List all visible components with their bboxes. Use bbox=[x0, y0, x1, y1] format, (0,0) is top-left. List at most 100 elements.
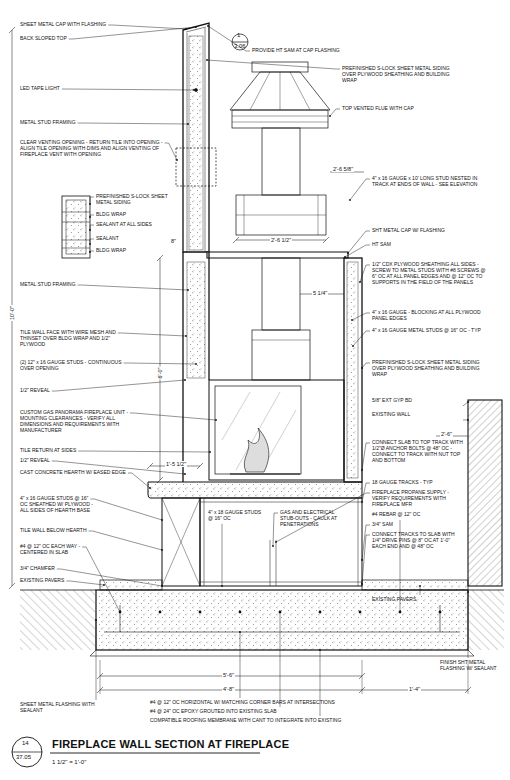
note-label: BLDG WRAP bbox=[96, 212, 168, 218]
leader-dot bbox=[161, 585, 163, 587]
leader-line bbox=[360, 265, 370, 282]
leader-dot bbox=[344, 256, 346, 258]
note-label: LED TAPE LIGHT bbox=[20, 86, 170, 92]
leader-line bbox=[345, 245, 370, 257]
note-label: CUSTOM GAS PANORAMA FIREPLACE UNIT - MOU… bbox=[20, 410, 140, 434]
note-label: TILE WALL BELOW HEARTH bbox=[20, 528, 95, 534]
leader-dot bbox=[279, 611, 281, 613]
leader-line bbox=[280, 612, 281, 707]
note-label: CLEAR VENTING OPENING - RETURN TILE INTO… bbox=[20, 140, 170, 158]
leader-line bbox=[128, 473, 150, 488]
leader-line bbox=[130, 413, 216, 420]
note-label: #4 REBAR @ 12" OC bbox=[372, 512, 464, 518]
note-label: 4" x 16 GAUGE STUDS @ 16" OC SHEATHED W/… bbox=[20, 496, 95, 514]
leader-dot bbox=[187, 289, 189, 291]
leader-dot bbox=[272, 545, 274, 547]
leader-line bbox=[222, 524, 223, 586]
dimension-label: 5'-6" bbox=[222, 672, 235, 678]
dimension-label: 2'-6 5/8" bbox=[332, 166, 354, 172]
dimension-label: 2'-6 1/2" bbox=[270, 237, 292, 243]
leader-line bbox=[353, 331, 370, 346]
dimension-label: 5 1/4" bbox=[312, 290, 328, 296]
leader-dot bbox=[329, 115, 331, 117]
dimension-label: 6'-0" bbox=[157, 367, 163, 380]
leader-dot bbox=[275, 541, 277, 543]
leader-dot bbox=[89, 243, 91, 245]
leader-dot bbox=[221, 585, 223, 587]
leader-dot bbox=[349, 199, 351, 201]
leader-dot bbox=[239, 631, 241, 633]
leader-line bbox=[78, 451, 210, 452]
dimension-label: 4'-8" bbox=[222, 686, 235, 692]
leader-line bbox=[273, 513, 278, 546]
leader-line bbox=[362, 525, 370, 560]
leader-line bbox=[118, 333, 186, 336]
callout-number: 3.06 bbox=[234, 43, 246, 49]
leader-line bbox=[124, 363, 196, 364]
dimension-label: 10'-0" bbox=[9, 305, 15, 321]
leader-line bbox=[352, 313, 370, 320]
leader-line bbox=[57, 569, 162, 586]
note-label: FINISH SHT METAL FLASHING W/ SEALANT bbox=[440, 660, 502, 672]
note-label: SHT METAL CAP W/ FLASHING bbox=[372, 228, 482, 234]
dimension-label: 8" bbox=[170, 238, 177, 244]
leader-dot bbox=[89, 229, 91, 231]
leader-line bbox=[96, 620, 97, 700]
leader-dot bbox=[207, 25, 209, 27]
leader-line bbox=[208, 26, 250, 51]
note-label: TILE WALL FACE WITH WIRE MESH AND THINSE… bbox=[20, 330, 135, 348]
note-label: PREFINISHED S-LOCK SHEET METAL SIDING OV… bbox=[372, 360, 490, 378]
note-label: 3/4" SAM bbox=[372, 522, 464, 528]
leader-line bbox=[90, 215, 94, 217]
leader-dot bbox=[319, 649, 321, 651]
leader-line bbox=[320, 650, 321, 716]
leader-line bbox=[108, 25, 186, 29]
note-label: #4 @ 12" OC EACH WAY - CENTERED IN SLAB bbox=[20, 544, 95, 556]
leader-dot bbox=[361, 559, 363, 561]
note-label: SHEET METAL CAP WITH FLASHING bbox=[20, 22, 170, 28]
dimension-label: 2'-6" bbox=[440, 431, 453, 437]
leader-dot bbox=[467, 401, 469, 403]
note-label: 5/8" EXT GYP BD bbox=[372, 398, 467, 404]
leader-dot bbox=[176, 159, 178, 161]
leader-dot bbox=[89, 251, 91, 253]
leader-dot bbox=[161, 549, 163, 551]
leader-dot bbox=[209, 451, 211, 453]
note-label: 1/2" REVEAL bbox=[20, 458, 130, 464]
leader-line bbox=[463, 419, 468, 420]
note-label: SHEET METAL FLASHING WITH SEALANT bbox=[20, 702, 110, 714]
leader-line bbox=[90, 499, 162, 520]
leader-dot bbox=[399, 611, 401, 613]
note-label: GAS AND ELECTRICAL STUB-OUTS - CAULK AT … bbox=[280, 510, 342, 528]
leader-line bbox=[90, 197, 94, 204]
note-label: PREFINISHED S-LOCK SHEET METAL SIDING OV… bbox=[342, 66, 462, 84]
leader-dot bbox=[119, 611, 121, 613]
note-label: 4" x 16 GAUGE METAL STUDS @ 16" OC - TYP bbox=[372, 328, 490, 334]
leader-line bbox=[330, 109, 340, 116]
note-label: TOP VENTED FLUE WITH CAP bbox=[342, 106, 462, 112]
note-label: METAL STUD FRAMING bbox=[20, 282, 140, 288]
leader-dot bbox=[89, 216, 91, 218]
dimension-label: 1'-4" bbox=[408, 686, 421, 692]
note-label: 4" x 16 GAUGE x 10' LONG STUD NESTED IN … bbox=[372, 176, 492, 188]
callout-number: 14 bbox=[22, 740, 29, 746]
leader-dot bbox=[195, 26, 197, 28]
note-label: BACK SLOPED TOP bbox=[20, 36, 170, 42]
leader-line bbox=[78, 123, 188, 124]
leader-line bbox=[420, 586, 421, 595]
leader-dot bbox=[184, 379, 186, 381]
leader-dot bbox=[95, 619, 97, 621]
note-label: 3/4" CHAMFER bbox=[20, 566, 95, 572]
scale-label: 1 1/2" = 1'-0" bbox=[52, 759, 86, 765]
note-label: 18 GAUGE TRACKS - TYP bbox=[372, 480, 464, 486]
leader-dot bbox=[361, 501, 363, 503]
leader-line bbox=[362, 535, 370, 584]
note-label: #4 @ 12" OC HORIZONTAL W/ MATCHING CORNE… bbox=[150, 700, 410, 706]
leader-line bbox=[66, 581, 104, 585]
leader-line bbox=[468, 592, 469, 658]
leader-line bbox=[207, 60, 340, 69]
leader-dot bbox=[193, 89, 195, 91]
leader-dot bbox=[185, 28, 187, 30]
